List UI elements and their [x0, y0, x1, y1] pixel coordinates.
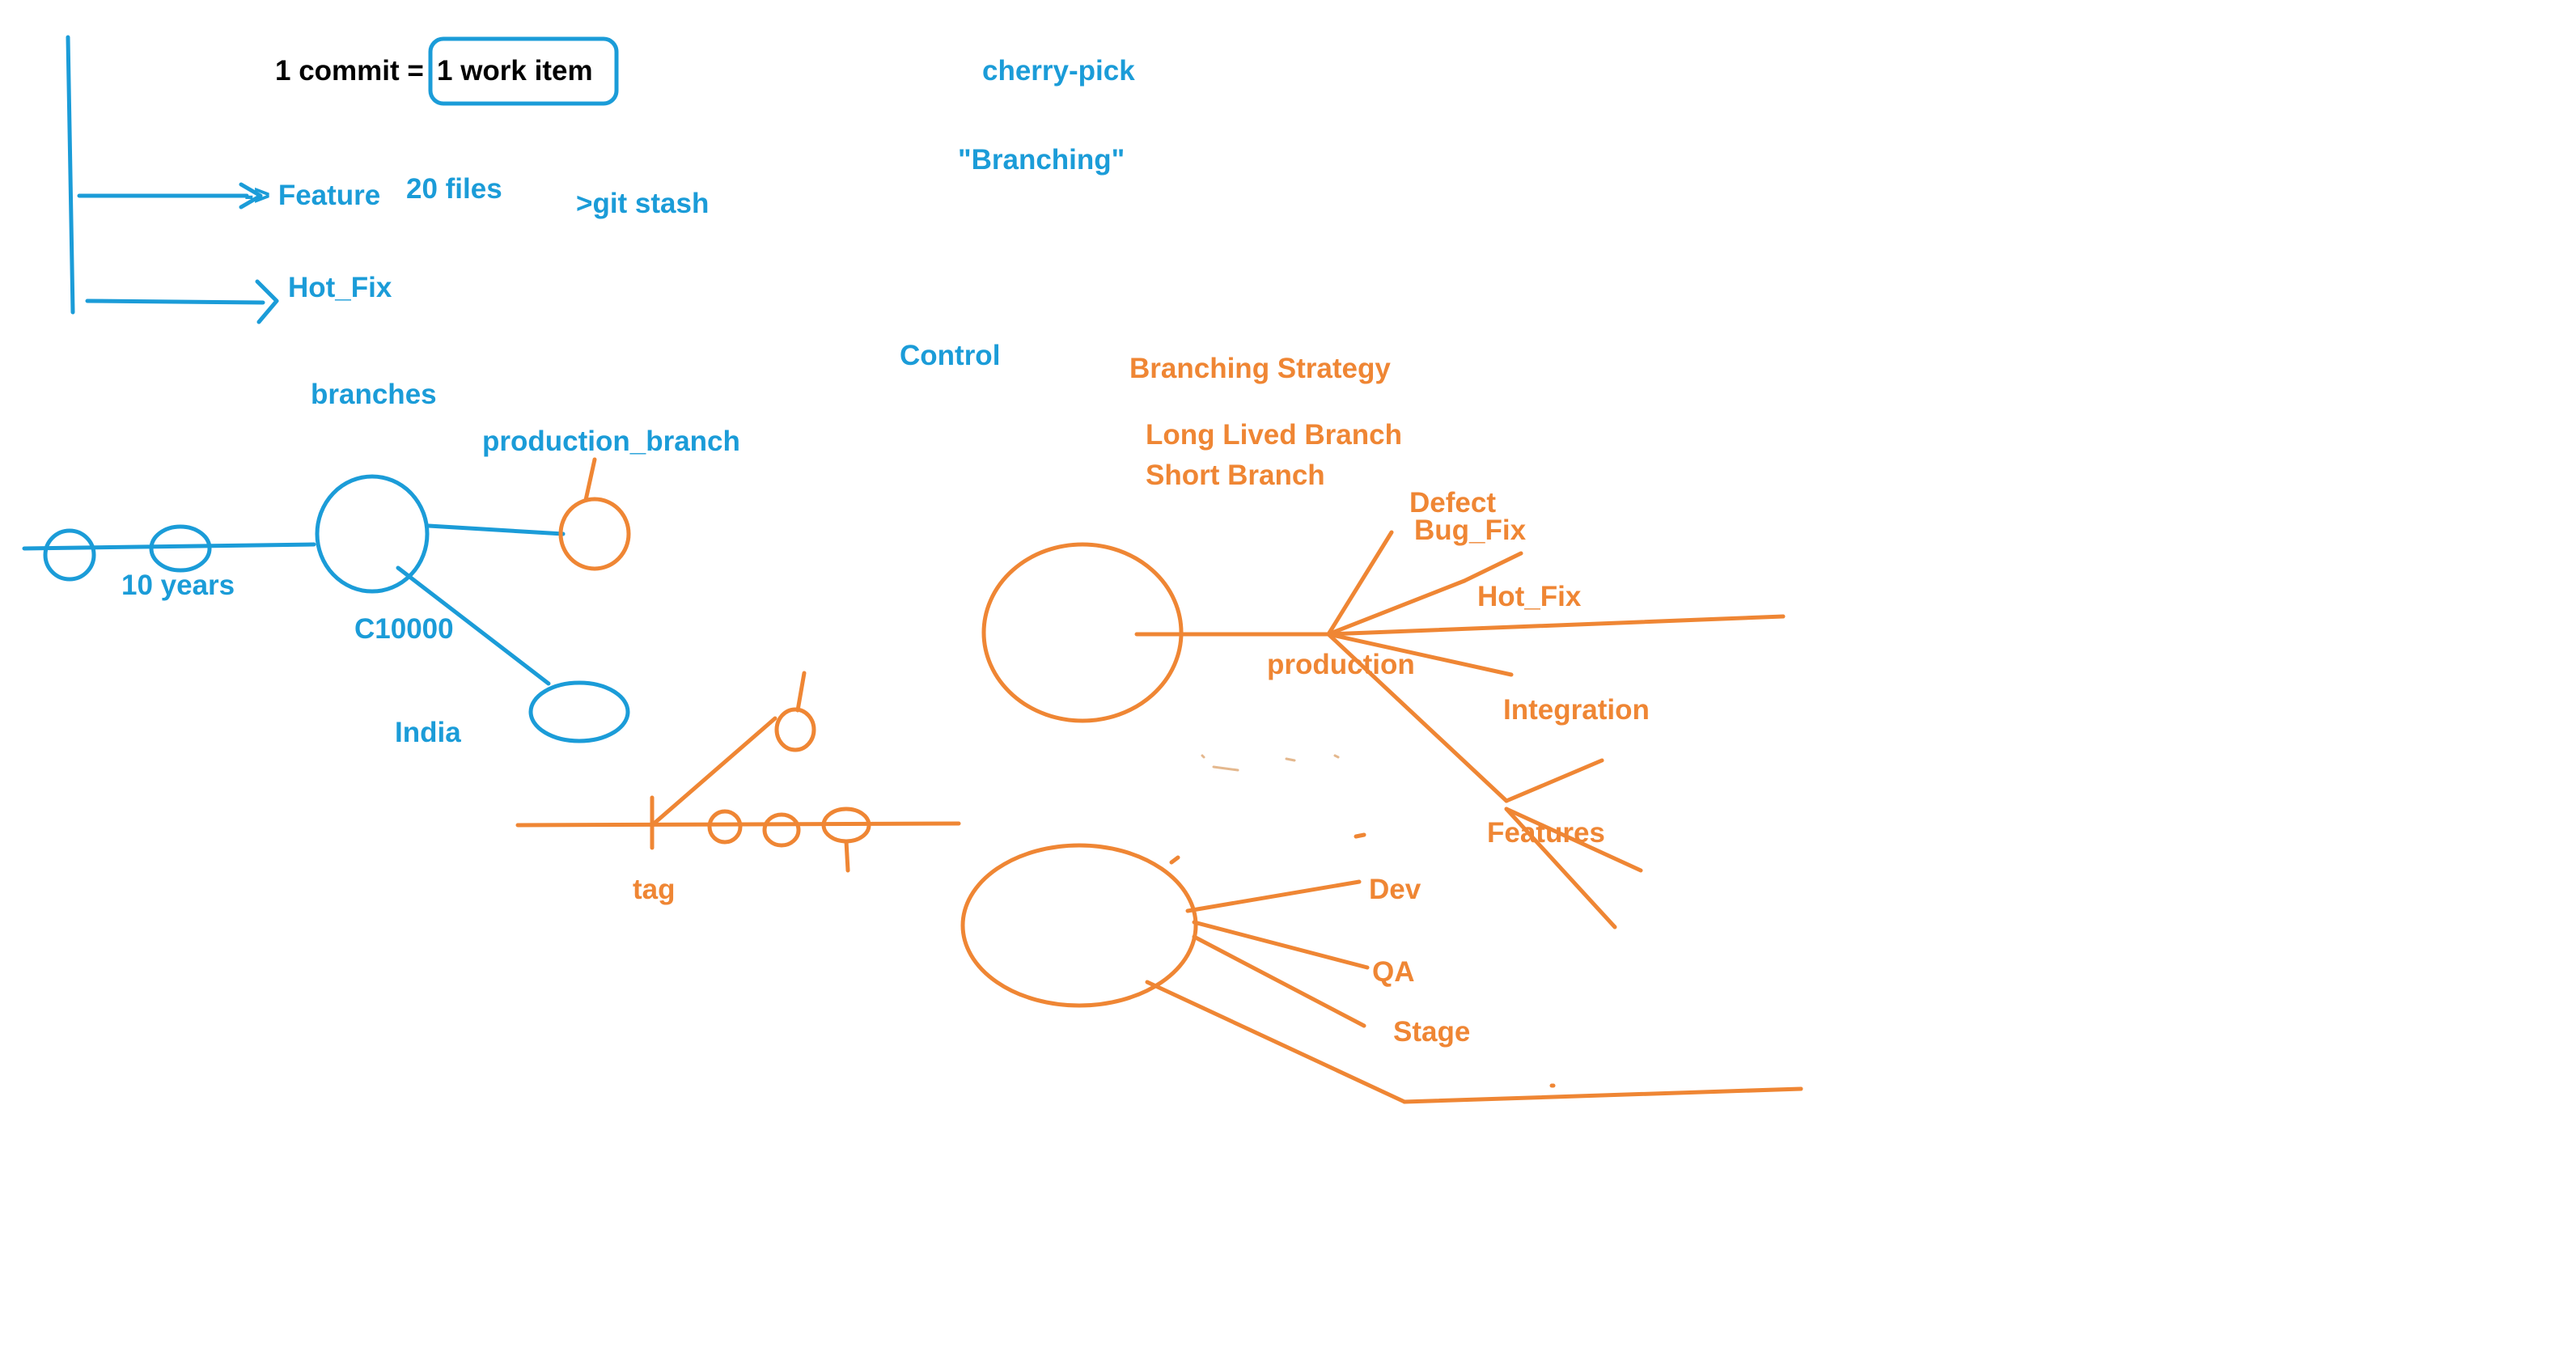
india-label: India [395, 717, 461, 748]
qa-label: QA [1372, 956, 1415, 988]
c10000-label: C10000 [354, 613, 454, 645]
branching-strategy-label: Branching Strategy [1129, 353, 1391, 384]
commit-timeline [22, 474, 630, 743]
branching-quoted-label: "Branching" [958, 144, 1125, 176]
branch-bracket [66, 35, 279, 324]
short-branch-label: Short Branch [1146, 459, 1325, 491]
hot-fix-top-label: Hot_Fix [288, 272, 392, 303]
work-item-label: 1 work item [437, 55, 593, 87]
tag-timeline [515, 671, 961, 873]
long-lived-branch-label: Long Lived Branch [1146, 419, 1402, 451]
environment-tree [960, 832, 1803, 1104]
production-branch-node [558, 457, 631, 571]
features-label: Features [1487, 817, 1605, 849]
branches-label: branches [311, 379, 437, 410]
production-branch-label: production_branch [482, 426, 740, 457]
work-item-box [428, 36, 619, 106]
control-label: Control [900, 340, 1001, 371]
ten-years-label: 10 years [121, 570, 235, 601]
bug-fix-label: Bug_Fix [1414, 514, 1527, 546]
files-label: 20 files [406, 173, 502, 205]
defect-label: Defect [1409, 487, 1496, 519]
tag-label: tag [633, 874, 676, 905]
dev-label: Dev [1369, 874, 1421, 905]
production-label: production [1267, 649, 1415, 680]
faint-marks [1201, 754, 1340, 772]
production-tree [981, 530, 1786, 929]
feature-label: -> Feature [244, 180, 381, 211]
commit-label: 1 commit = [275, 55, 424, 87]
integration-label: Integration [1503, 694, 1650, 726]
stage-label: Stage [1393, 1016, 1471, 1048]
cherry-pick-label: cherry-pick [982, 55, 1135, 87]
git-stash-label: >git stash [576, 188, 710, 219]
hot-fix-label: Hot_Fix [1477, 581, 1582, 612]
